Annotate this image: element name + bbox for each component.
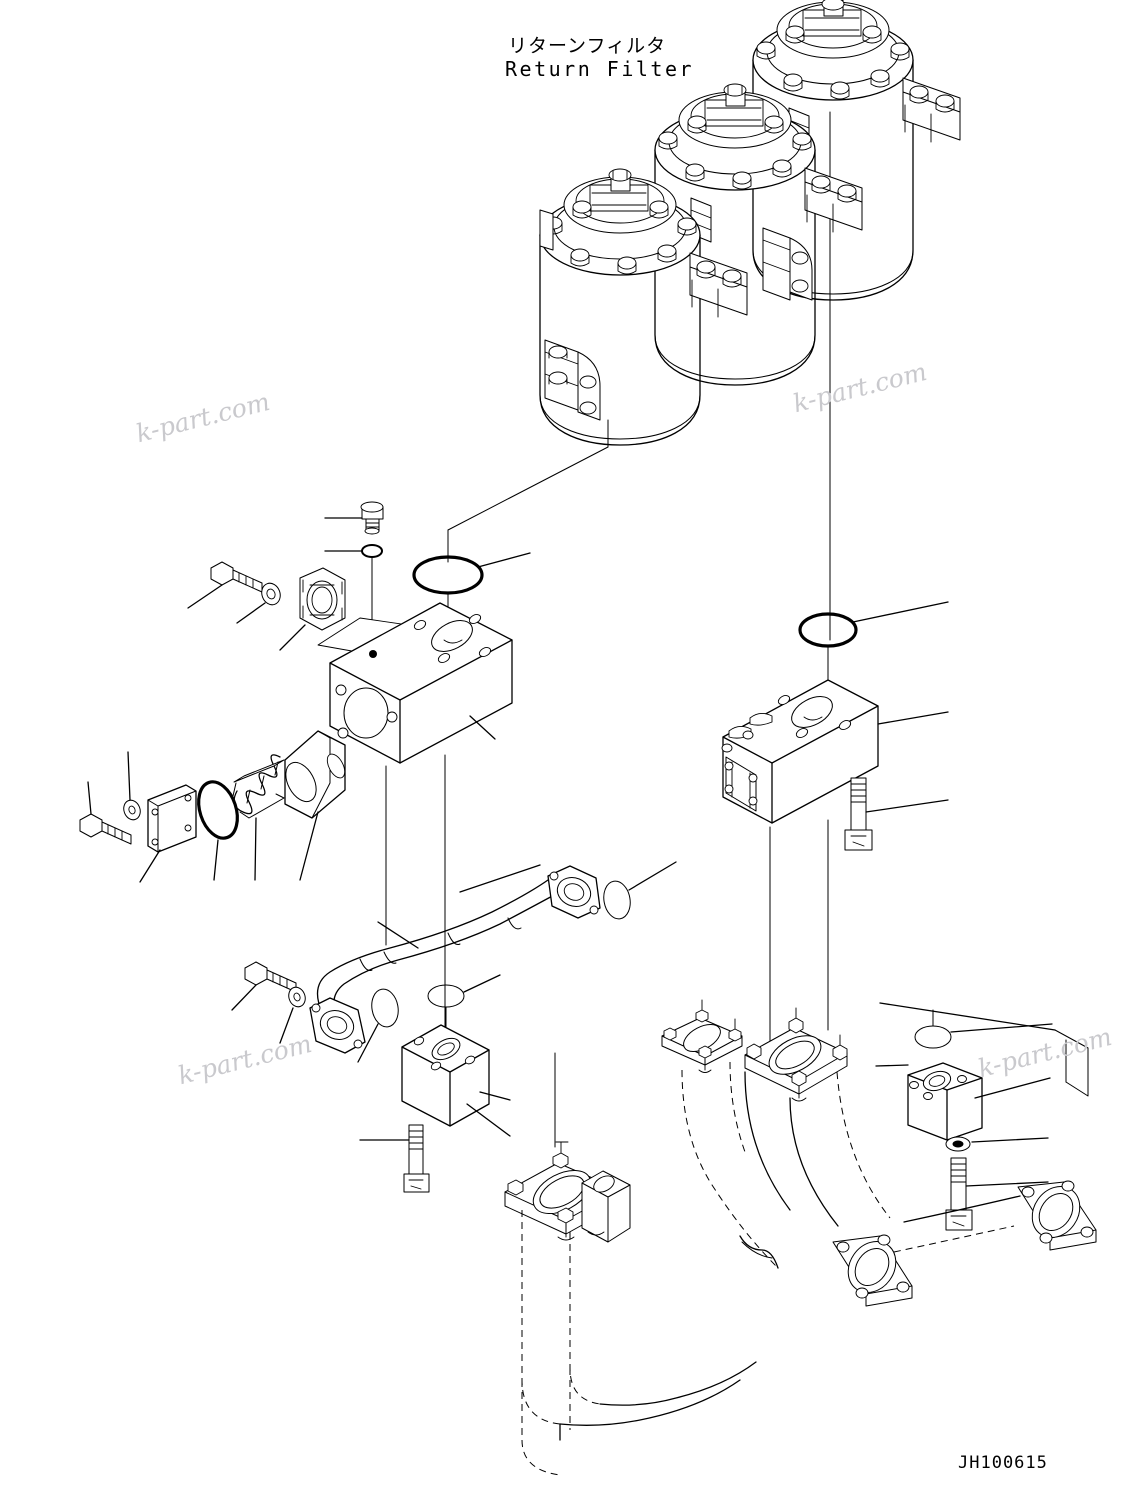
manifold-flange-lower-outer xyxy=(832,1234,913,1307)
o-ring-tube-right xyxy=(603,861,677,920)
spring-left xyxy=(232,754,285,881)
bolt-long-right-upper xyxy=(844,777,949,851)
bolt-upper-left xyxy=(187,561,263,609)
o-ring-cover-left xyxy=(197,780,239,881)
manifold-flange-lower-outer-bolts xyxy=(836,1234,910,1299)
washer-lower-left xyxy=(123,751,141,821)
manifold-flange-upper-right-bolts xyxy=(746,1007,848,1102)
lower-manifold-piping xyxy=(479,999,1097,1476)
tube-flange-right xyxy=(547,865,601,919)
bolt-long-right-lower xyxy=(945,1157,1049,1231)
washer-tube-flange xyxy=(279,986,306,1044)
o-ring-tube-left xyxy=(357,988,399,1063)
valve-block-left xyxy=(329,602,513,764)
manifold-flange-lower-inner-bolts xyxy=(1021,1180,1094,1244)
adapter-block-right-lower xyxy=(875,1009,1053,1231)
manifold-flange-center-bolts xyxy=(663,999,742,1073)
title-japanese: リターンフィルタ xyxy=(508,35,666,57)
suction-tube-assembly xyxy=(231,861,677,1063)
drawing-number: JH100615 xyxy=(958,1453,1048,1473)
tube-flange-left xyxy=(309,997,366,1054)
return-filter-unit-1 xyxy=(539,168,748,448)
filter1-connector xyxy=(447,446,609,531)
cover-plate-left xyxy=(139,784,197,883)
bolt-tube-flange xyxy=(231,961,297,1011)
return-filter-stack xyxy=(539,0,961,641)
filter3-flange-bolts xyxy=(756,25,910,100)
manifold-flange-upper-right xyxy=(744,1007,848,1102)
piston-spool-left xyxy=(284,730,346,881)
washer-adapter-right xyxy=(945,1136,1049,1152)
o-ring-right xyxy=(798,601,949,648)
o-ring-small-left xyxy=(324,544,383,558)
right-valve-block-assembly xyxy=(721,589,949,1051)
manifold-flange-center xyxy=(661,999,743,1073)
plug-bolt-left xyxy=(324,501,384,535)
manifold-flange-left xyxy=(504,1052,621,1241)
filter2-flange-bolts xyxy=(658,115,812,190)
washer-upper-left xyxy=(236,582,281,624)
manifold-boss-left xyxy=(581,1170,631,1243)
o-ring-large-left xyxy=(412,552,531,595)
bolt-long-left-lower xyxy=(359,1124,430,1193)
return-filter-unit-2 xyxy=(654,83,863,386)
adapter-block-left-lower xyxy=(359,974,511,1193)
return-filter-unit-3 xyxy=(752,0,961,641)
title-english: Return Filter xyxy=(505,57,694,81)
valve-block-right xyxy=(721,679,949,824)
manifold-flange-lower-inner xyxy=(1017,1180,1097,1251)
left-valve-block-assembly xyxy=(79,501,531,1049)
o-ring-adapter-left xyxy=(427,974,501,1008)
bracket-clamp-left xyxy=(279,567,346,651)
bolt-lower-left xyxy=(79,781,132,845)
